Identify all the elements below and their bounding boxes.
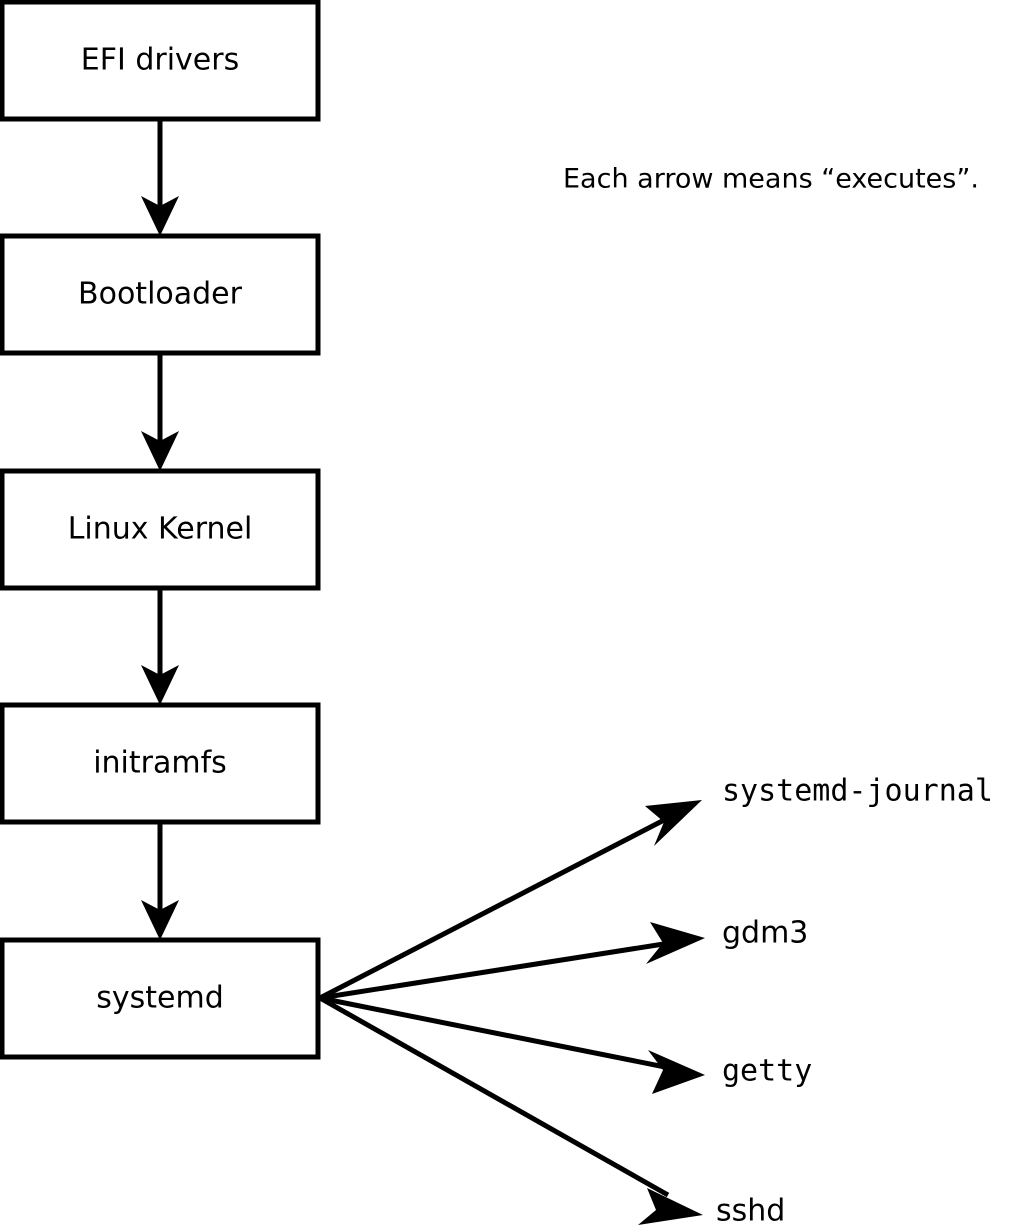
fan-arrow-line — [318, 815, 670, 1001]
fan-arrow-gdm3 — [319, 922, 705, 1001]
stage-box-rect — [0, 233, 321, 356]
stage-label-efi-drivers: EFI drivers — [81, 43, 239, 78]
fan-arrowhead — [646, 922, 705, 964]
chain-arrow-efi-to-bootloader — [141, 119, 179, 236]
fan-arrow-line — [318, 995, 670, 1198]
stage-box-linux-kernel[interactable]: Linux Kernel — [0, 468, 321, 591]
chain-arrow-initramfs-to-systemd — [141, 822, 179, 940]
service-label-sshd: sshd — [716, 1194, 785, 1229]
fan-arrowhead — [638, 1188, 703, 1225]
stage-label-systemd: systemd — [96, 981, 224, 1016]
chain-arrowhead — [141, 431, 179, 471]
diagram-annotation: Each arrow means “executes”. — [563, 164, 979, 195]
chain-arrowhead — [141, 665, 179, 705]
stage-box-systemd[interactable]: systemd — [0, 937, 321, 1060]
stage-box-bootloader[interactable]: Bootloader — [0, 233, 321, 356]
service-label-getty: getty — [722, 1054, 812, 1089]
fan-arrow-line — [319, 995, 671, 1071]
stage-box-efi-drivers[interactable]: EFI drivers — [0, 0, 321, 122]
service-label-systemd-journal: systemd-journal — [722, 774, 993, 809]
fan-arrowhead — [645, 800, 702, 846]
stage-box-rect — [0, 937, 321, 1060]
stage-box-rect — [0, 0, 321, 122]
stage-box-rect — [0, 702, 321, 825]
chain-arrow-kernel-to-initramfs — [141, 588, 179, 705]
stage-label-initramfs: initramfs — [93, 746, 227, 781]
chain-arrowhead — [141, 196, 179, 236]
fan-arrowhead — [648, 1050, 705, 1094]
chain-arrowhead — [141, 900, 179, 940]
fan-arrow-getty — [319, 995, 705, 1094]
stage-label-linux-kernel: Linux Kernel — [68, 512, 253, 547]
stage-box-rect — [0, 468, 321, 591]
fan-arrow-systemd-journal — [318, 800, 702, 1001]
fan-arrow-sshd — [318, 995, 703, 1225]
chain-arrow-bootloader-to-kernel — [141, 353, 179, 471]
fan-arrow-line — [319, 940, 671, 1001]
stage-box-initramfs[interactable]: initramfs — [0, 702, 321, 825]
service-label-gdm3: gdm3 — [722, 916, 808, 951]
stage-label-bootloader: Bootloader — [78, 277, 243, 312]
